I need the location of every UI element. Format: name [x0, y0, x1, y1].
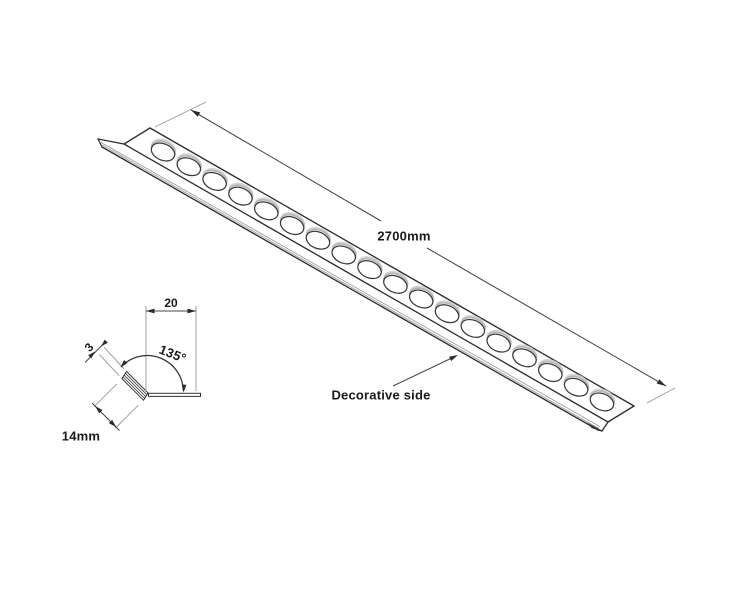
- flange-ext-line-b: [93, 383, 118, 408]
- band-right-rib: [590, 427, 603, 432]
- strip-hole: [563, 377, 589, 397]
- section-horizontal-flange: [148, 392, 201, 397]
- strip-right-end-edge: [607, 405, 635, 423]
- strip-hole: [331, 245, 357, 265]
- strip-hole: [253, 201, 279, 221]
- section-flange-rib: [125, 372, 148, 395]
- strip-hole: [305, 230, 331, 250]
- angle-arc: [120, 354, 184, 391]
- length-dimension: 2700mm: [154, 101, 676, 404]
- strip-hole: [408, 289, 434, 309]
- angle-arrow-upper: [120, 359, 128, 368]
- iso-strip: [97, 127, 635, 432]
- section-flange-rib: [122, 376, 145, 399]
- width-arrow-right: [187, 308, 196, 314]
- length-dim-line-b: [426, 247, 667, 387]
- decorative-side-label: Decorative side: [331, 388, 430, 403]
- strip-hole: [176, 157, 202, 177]
- band-right-end-face: [601, 421, 609, 432]
- strip-hole: [228, 186, 253, 206]
- strip-hole: [486, 333, 511, 353]
- length-ext-line-left: [154, 101, 207, 128]
- strip-hole: [460, 318, 486, 338]
- band-rib-line: [100, 144, 600, 429]
- strip-hole: [512, 348, 537, 368]
- strip-hole: [589, 392, 615, 412]
- length-arrow-left: [191, 110, 201, 117]
- angle-arrow-lower: [181, 384, 187, 393]
- length-dim-line-a: [190, 109, 382, 222]
- cross-section: 20 3 135° 14mm: [62, 296, 201, 444]
- strip-hole: [357, 260, 382, 280]
- strip-bend-line: [123, 143, 609, 423]
- decorative-leader-line: [392, 356, 456, 387]
- band-left-tip-face: [97, 138, 103, 148]
- strip-holes: [150, 138, 616, 412]
- length-ext-line-right: [646, 387, 676, 404]
- strip-left-end-edge: [123, 127, 151, 145]
- thickness-arrow-low: [88, 351, 95, 359]
- decorative-leader-arrow: [449, 355, 458, 362]
- strip-top-edge: [149, 127, 635, 407]
- band-outer-edge: [101, 146, 599, 431]
- length-dim-label: 2700mm: [377, 229, 430, 244]
- flange-ext-line-a: [115, 404, 139, 429]
- band-left-overhang-edge: [97, 138, 125, 145]
- strip-hole: [383, 274, 408, 294]
- flange-arrow-lower: [108, 419, 117, 428]
- flange-arrow-upper: [95, 406, 103, 414]
- length-arrow-right: [656, 379, 666, 386]
- strip-hole: [537, 362, 563, 383]
- strip-hole: [279, 215, 305, 236]
- band-rib-line: [99, 141, 601, 427]
- decorative-side-callout: Decorative side: [331, 355, 458, 403]
- section-flange-rib: [124, 374, 147, 397]
- thickness-ext-line-a: [99, 354, 120, 377]
- strip-hole: [434, 304, 460, 324]
- width-dim-label: 20: [164, 296, 178, 310]
- flange-dim-label: 14mm: [62, 429, 100, 444]
- angle-dim-label: 135°: [157, 342, 188, 366]
- thickness-ext-line-b: [103, 346, 125, 369]
- strip-hole: [202, 171, 227, 191]
- thickness-arrow-high: [101, 339, 108, 347]
- width-arrow-left: [146, 308, 155, 314]
- strip-hole: [150, 142, 176, 162]
